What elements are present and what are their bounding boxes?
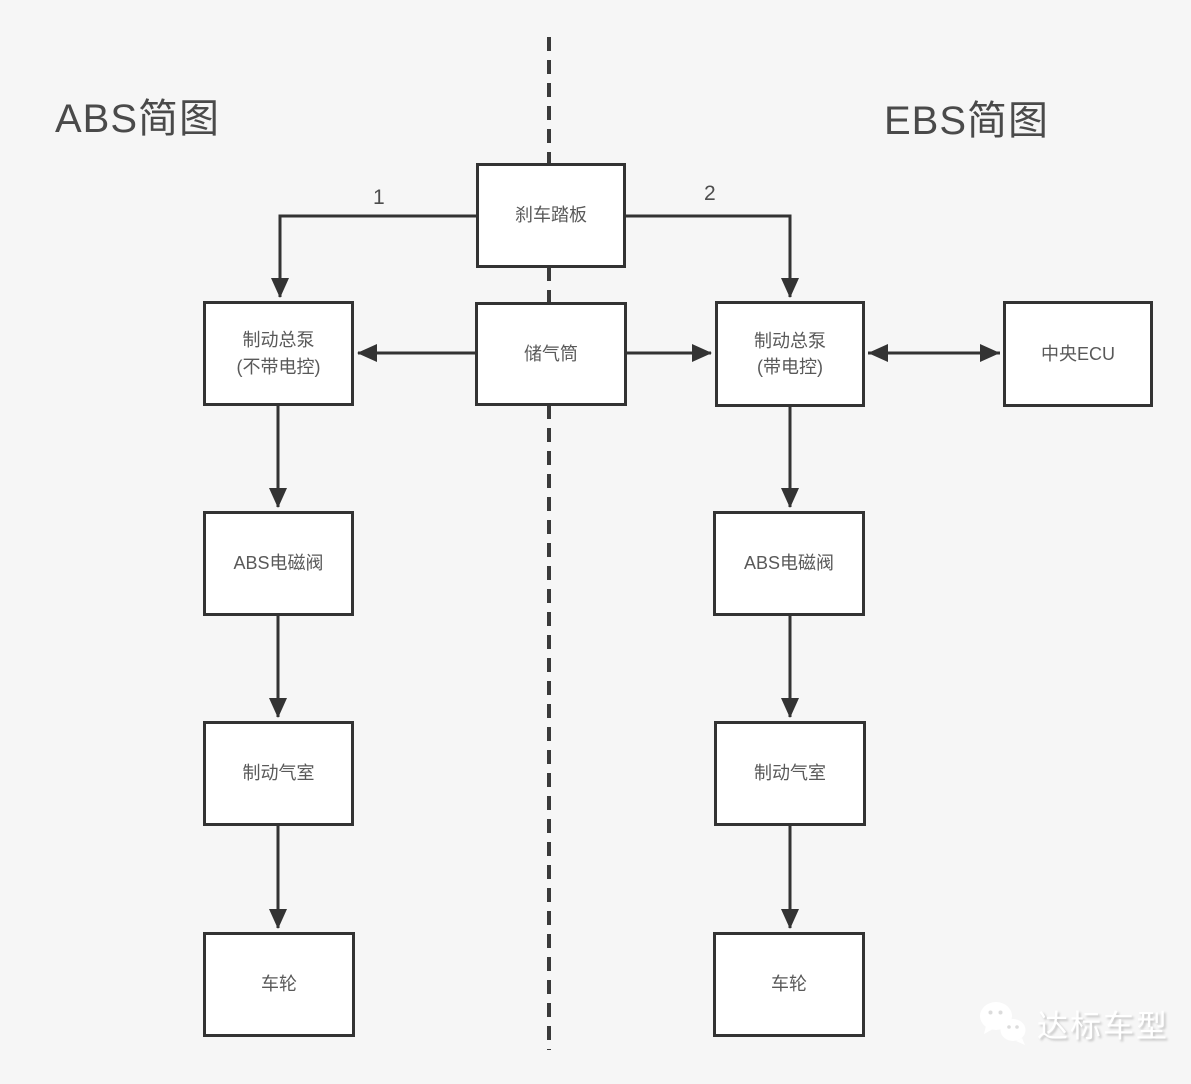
node-brake-pedal-label: 刹车踏板 (515, 205, 587, 226)
node-air-reservoir: 储气筒 (475, 302, 627, 406)
node-master-pump-abs: 制动总泵 (不带电控) (203, 301, 354, 406)
node-central-ecu-label: 中央ECU (1040, 343, 1115, 364)
node-brake-chamber-left-label: 制动气室 (242, 763, 315, 784)
abs-section-title: ABS简图 (55, 97, 221, 141)
edge-pedal-to-abs-pump (271, 214, 476, 298)
node-master-pump-ebs-line2: (带电控) (757, 357, 823, 377)
node-brake-chamber-right: 制动气室 (714, 721, 866, 826)
node-brake-pedal: 刹车踏板 (476, 163, 626, 268)
node-abs-valve-right-label: ABS电磁阀 (743, 553, 835, 574)
node-brake-chamber-left: 制动气室 (203, 721, 354, 826)
node-abs-valve-right: ABS电磁阀 (713, 511, 865, 616)
node-master-pump-ebs: 制动总泵 (带电控) (715, 301, 865, 407)
node-master-pump-abs-line1: 制动总泵 (242, 330, 315, 351)
node-wheel-left: 车轮 (203, 932, 355, 1037)
node-master-pump-ebs-line1: 制动总泵 (754, 330, 826, 351)
node-central-ecu: 中央ECU (1003, 301, 1153, 407)
ebs-section-title: EBS简图 (884, 99, 1050, 143)
edge-label-1: 1 (373, 186, 385, 209)
node-wheel-right: 车轮 (713, 932, 865, 1037)
node-air-reservoir-label: 储气筒 (524, 343, 578, 364)
edge-label-2: 2 (704, 182, 716, 205)
node-abs-valve-left: ABS电磁阀 (203, 511, 354, 616)
node-brake-chamber-right-label: 制动气室 (754, 763, 826, 784)
node-wheel-left-label: 车轮 (261, 974, 297, 995)
node-abs-valve-left-label: ABS电磁阀 (233, 553, 324, 574)
edge-pedal-to-ebs-pump (626, 214, 799, 298)
watermark: 达标车型 (978, 1000, 1169, 1046)
node-master-pump-abs-line2: (不带电控) (236, 356, 321, 377)
node-wheel-right-label: 车轮 (771, 974, 807, 995)
watermark-text: 达标车型 (1037, 1008, 1169, 1044)
wechat-bubbles-icon (980, 1002, 1026, 1045)
